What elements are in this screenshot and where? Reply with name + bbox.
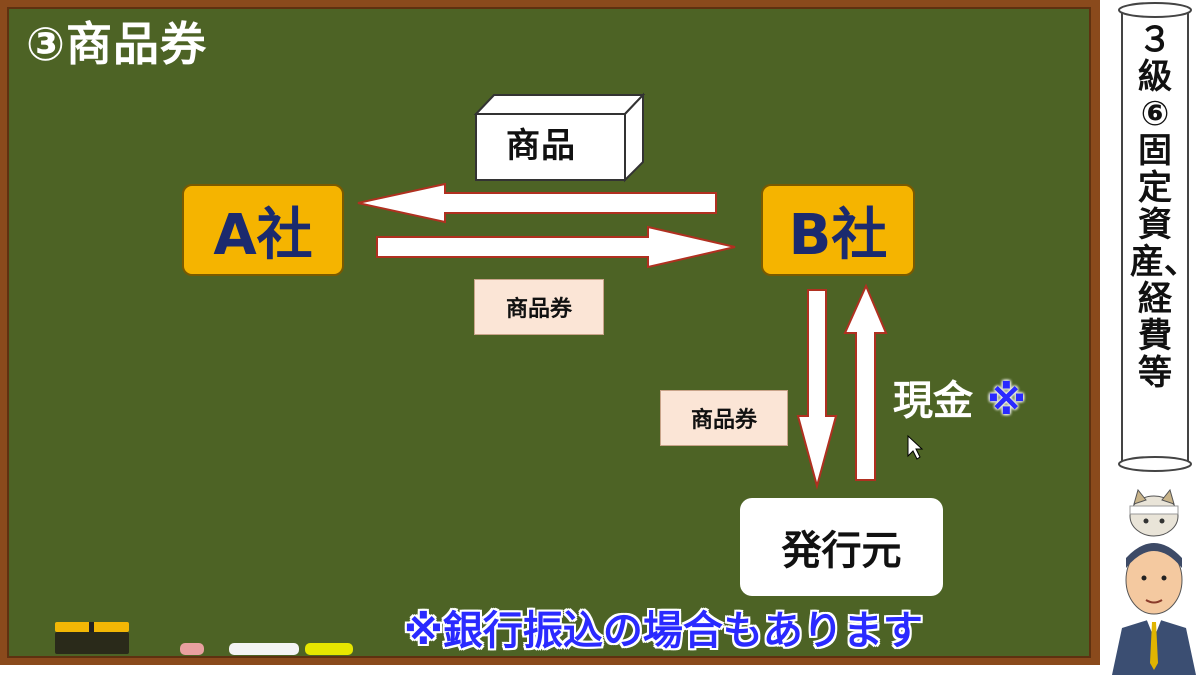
voucher-label-side: 商品券 <box>660 390 788 446</box>
goods-label: 商品 <box>506 126 576 166</box>
arrow-cash-to-b <box>843 283 888 481</box>
man-figure <box>1112 543 1196 675</box>
yellow-chalk-icon <box>305 643 353 655</box>
cash-label: 現金 ※ <box>893 368 1026 426</box>
arrow-voucher-to-b <box>376 225 736 269</box>
company-a-box: A社 <box>182 184 344 276</box>
goods-box <box>473 92 646 183</box>
side-scroll <box>1118 2 1192 472</box>
issuer-box: 発行元 <box>740 498 943 596</box>
section-title: ③商品券 <box>26 17 207 71</box>
cash-text: 現金 <box>893 378 973 424</box>
arrow-voucher-to-issuer <box>796 289 838 490</box>
white-chalk-icon <box>229 643 299 655</box>
voucher-label-top: 商品券 <box>474 279 604 335</box>
eraser-icon <box>55 622 129 654</box>
presenter-avatar <box>1112 488 1196 675</box>
cash-note-mark: ※ <box>986 378 1026 424</box>
bank-transfer-note: ※銀行振込の場合もあります <box>404 608 923 654</box>
side-scroll-text: ３級⑥固定資産、経費等 <box>1130 20 1198 393</box>
mouse-cursor-icon <box>907 434 924 460</box>
pink-chalk-icon <box>180 643 204 655</box>
arrow-goods-to-a <box>357 182 717 224</box>
company-b-box: B社 <box>761 184 915 276</box>
diagram-arrows <box>357 92 924 490</box>
cat-mascot-icon <box>1129 488 1179 537</box>
